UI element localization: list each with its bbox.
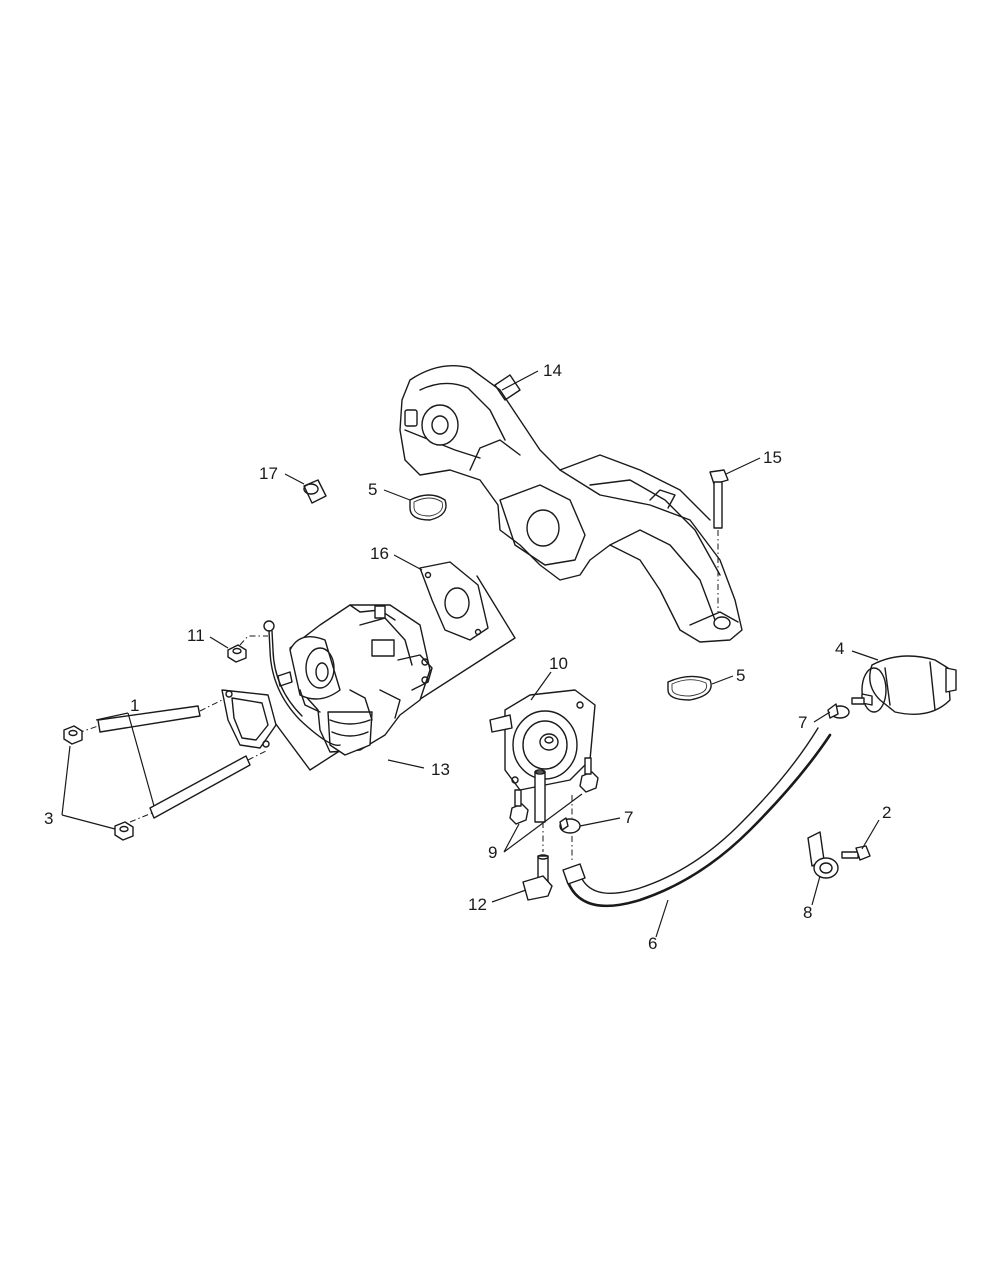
clip-part [807,831,839,879]
carb-gasket-part [419,561,489,641]
callout-13: 13 [431,760,450,779]
callout-15: 15 [763,448,782,467]
hose-clamp-upper-part [827,703,850,719]
callout-6: 6 [648,934,657,953]
callout-3: 3 [44,809,53,828]
manifold-bolt-part [709,469,729,612]
callout-17: 17 [259,464,278,483]
carb-flange-gasket-part [221,689,277,749]
callout-5-lower: 5 [736,666,745,685]
callout-16: 16 [370,544,389,563]
callout-2: 2 [882,803,891,822]
callout-8: 8 [803,903,812,922]
ground-wire-part [263,620,341,746]
o-ring-upper-part [409,494,447,521]
callout-12: 12 [468,895,487,914]
fuel-hose-part [562,727,832,908]
hose-clamp-lower-part [559,795,581,862]
callout-7-upper: 7 [798,713,807,732]
studs-part [77,699,269,823]
nuts-3-part [63,725,134,841]
screw-part [841,845,871,861]
callout-11: 11 [187,626,205,645]
callout-5-upper: 5 [368,480,377,499]
carburetor-part [277,604,433,756]
elbow-fitting-part [522,822,553,901]
pump-bolts-part [509,757,599,825]
leader-lines [61,370,880,938]
fuel-pump-part [489,689,596,823]
callout-10: 10 [549,654,568,673]
callout-7-lower: 7 [624,808,633,827]
callout-9: 9 [488,843,497,862]
sleeve-part [303,479,327,504]
callout-labels: 14 15 17 5 16 11 1 3 13 10 5 4 7 7 9 2 8… [44,361,891,953]
callout-14: 14 [543,361,562,380]
fuel-filter-part [851,655,957,715]
intake-manifold-part [399,365,743,643]
o-ring-lower-part [667,675,712,701]
nut-11-part [227,635,268,663]
callout-1: 1 [130,696,139,715]
callout-4: 4 [835,639,844,658]
